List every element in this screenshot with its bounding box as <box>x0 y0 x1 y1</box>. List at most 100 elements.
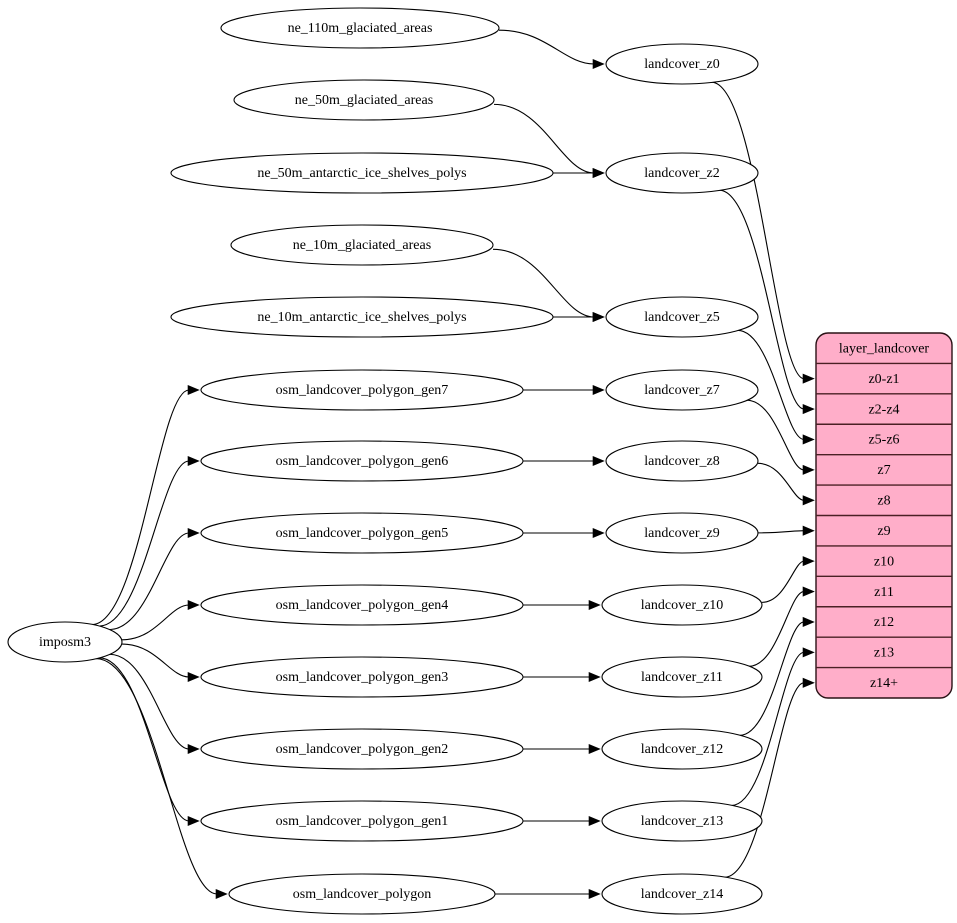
node-landcover_z7[interactable]: landcover_z7 <box>605 369 759 411</box>
edge-arrowhead <box>592 167 605 179</box>
edge-arrowhead <box>802 464 815 475</box>
node-ne_10m_glaciated_areas[interactable]: ne_10m_glaciated_areas <box>230 224 494 266</box>
node-landcover_z9[interactable]: landcover_z9 <box>605 512 759 554</box>
edge-arrowhead <box>592 58 605 70</box>
edge-landcover_z2-to-layer_landcover_z2-z4 <box>719 189 805 410</box>
edge-landcover_z13-to-layer_landcover_z13 <box>731 651 805 807</box>
node-label-imposm3: imposm3 <box>39 635 91 650</box>
edge-arrowhead <box>802 586 815 597</box>
layer-landcover-table[interactable]: layer_landcover z0-z1 z2-z4 z5-z6 z7 z8 z9 z10 z… <box>815 332 953 699</box>
edge-arrowhead <box>187 455 200 467</box>
node-landcover_z14[interactable]: landcover_z14 <box>601 873 763 915</box>
node-imposm3[interactable]: imposm3 <box>7 621 123 663</box>
table-row-z0-z1[interactable]: z0-z1 <box>868 372 899 387</box>
node-label-landcover_z8: landcover_z8 <box>644 454 719 469</box>
node-ellipse-osm_landcover_polygon_gen3 <box>200 656 524 698</box>
table-header-label: layer_landcover <box>839 341 930 356</box>
edge-arrowhead <box>802 556 815 567</box>
edge-imposm3-to-osm_landcover_polygon_gen2 <box>109 653 190 750</box>
node-label-landcover_z5: landcover_z5 <box>644 310 719 325</box>
node-ellipse-landcover_z10 <box>601 584 763 626</box>
node-ellipse-landcover_z13 <box>601 800 763 842</box>
table-row-z2-z4[interactable]: z2-z4 <box>868 402 899 417</box>
edge-arrowhead <box>592 311 605 323</box>
edge-arrowhead <box>802 495 815 506</box>
node-landcover_z8[interactable]: landcover_z8 <box>605 440 759 482</box>
edge-arrowhead <box>592 455 605 467</box>
node-osm_landcover_polygon_gen4[interactable]: osm_landcover_polygon_gen4 <box>200 584 524 626</box>
node-landcover_z12[interactable]: landcover_z12 <box>601 728 763 770</box>
node-label-landcover_z0: landcover_z0 <box>644 57 719 72</box>
node-ellipse-landcover_z9 <box>605 512 759 554</box>
node-osm_landcover_polygon_gen2[interactable]: osm_landcover_polygon_gen2 <box>200 728 524 770</box>
edge-ne_110m_glaciated_areas-to-landcover_z0 <box>498 29 595 65</box>
node-ellipse-landcover_z5 <box>605 296 759 338</box>
node-landcover_z5[interactable]: landcover_z5 <box>605 296 759 338</box>
node-layer: imposm3 ne_110m_glaciated_areas ne_50m_gla… <box>7 7 763 915</box>
node-label-landcover_z10: landcover_z10 <box>641 598 723 613</box>
node-osm_landcover_polygon_gen6[interactable]: osm_landcover_polygon_gen6 <box>200 440 524 482</box>
node-landcover_z13[interactable]: landcover_z13 <box>601 800 763 842</box>
edge-landcover_z0-to-layer_landcover_z0-z1 <box>711 81 805 380</box>
edge-landcover_z7-to-layer_landcover_z7 <box>746 399 805 471</box>
node-ne_110m_glaciated_areas[interactable]: ne_110m_glaciated_areas <box>220 7 500 49</box>
edge-arrowhead <box>588 888 601 900</box>
node-osm_landcover_polygon_gen7[interactable]: osm_landcover_polygon_gen7 <box>200 369 524 411</box>
node-ellipse-osm_landcover_polygon_gen6 <box>200 440 524 482</box>
table-row-z11[interactable]: z11 <box>874 585 894 600</box>
node-ne_50m_antarctic_ice_shelves_polys[interactable]: ne_50m_antarctic_ice_shelves_polys <box>170 152 554 194</box>
node-ellipse-landcover_z7 <box>605 369 759 411</box>
edge-arrowhead <box>187 815 200 827</box>
node-ellipse-ne_10m_antarctic_ice_shelves_polys <box>170 296 554 338</box>
table-row-z9[interactable]: z9 <box>877 524 890 539</box>
edge-arrowhead <box>588 671 601 683</box>
table-row-z12[interactable]: z12 <box>874 615 894 630</box>
node-label-osm_landcover_polygon_gen2: osm_landcover_polygon_gen2 <box>276 742 449 757</box>
table-row-z14+[interactable]: z14+ <box>870 676 898 691</box>
table-row-z10[interactable]: z10 <box>874 554 894 569</box>
node-label-osm_landcover_polygon_gen6: osm_landcover_polygon_gen6 <box>276 454 449 469</box>
edge-arrowhead <box>802 616 815 628</box>
table-row-z7[interactable]: z7 <box>877 463 890 478</box>
edge-landcover_z8-to-layer_landcover_z8 <box>757 462 805 501</box>
edge-landcover_z14-to-layer_landcover_z14_ <box>724 682 805 878</box>
node-label-ne_10m_glaciated_areas: ne_10m_glaciated_areas <box>293 238 431 253</box>
edge-arrowhead <box>187 384 200 396</box>
node-ellipse-osm_landcover_polygon_gen2 <box>200 728 524 770</box>
node-osm_landcover_polygon_gen5[interactable]: osm_landcover_polygon_gen5 <box>200 512 524 554</box>
edge-imposm3-to-osm_landcover_polygon_gen3 <box>121 643 190 678</box>
node-label-ne_110m_glaciated_areas: ne_110m_glaciated_areas <box>288 21 433 36</box>
node-ellipse-osm_landcover_polygon <box>228 873 496 915</box>
node-label-osm_landcover_polygon_gen1: osm_landcover_polygon_gen1 <box>276 814 449 829</box>
table-row-z8[interactable]: z8 <box>877 494 890 509</box>
edge-arrowhead <box>215 888 228 900</box>
table-row-z5-z6[interactable]: z5-z6 <box>868 433 899 448</box>
node-osm_landcover_polygon[interactable]: osm_landcover_polygon <box>228 873 496 915</box>
node-osm_landcover_polygon_gen1[interactable]: osm_landcover_polygon_gen1 <box>200 800 524 842</box>
node-landcover_z0[interactable]: landcover_z0 <box>605 43 759 85</box>
edge-landcover_z9-to-layer_landcover_z9 <box>757 530 805 534</box>
node-ellipse-landcover_z8 <box>605 440 759 482</box>
node-label-landcover_z12: landcover_z12 <box>641 742 723 757</box>
node-ne_50m_glaciated_areas[interactable]: ne_50m_glaciated_areas <box>233 79 495 121</box>
node-osm_landcover_polygon_gen3[interactable]: osm_landcover_polygon_gen3 <box>200 656 524 698</box>
node-ellipse-landcover_z12 <box>601 728 763 770</box>
node-label-osm_landcover_polygon_gen5: osm_landcover_polygon_gen5 <box>276 526 449 541</box>
node-ellipse-osm_landcover_polygon_gen4 <box>200 584 524 626</box>
edge-imposm3-to-osm_landcover_polygon_gen5 <box>109 532 190 631</box>
edge-layer <box>91 29 815 900</box>
node-ne_10m_antarctic_ice_shelves_polys[interactable]: ne_10m_antarctic_ice_shelves_polys <box>170 296 554 338</box>
node-landcover_z10[interactable]: landcover_z10 <box>601 584 763 626</box>
node-label-landcover_z11: landcover_z11 <box>641 670 723 685</box>
node-label-ne_10m_antarctic_ice_shelves_polys: ne_10m_antarctic_ice_shelves_polys <box>257 310 466 325</box>
node-label-osm_landcover_polygon_gen4: osm_landcover_polygon_gen4 <box>276 598 449 613</box>
node-label-landcover_z2: landcover_z2 <box>644 166 719 181</box>
node-landcover_z2[interactable]: landcover_z2 <box>605 152 759 194</box>
edge-arrowhead <box>187 743 200 755</box>
table-row-z13[interactable]: z13 <box>874 646 894 661</box>
node-landcover_z11[interactable]: landcover_z11 <box>601 656 763 698</box>
edge-imposm3-to-osm_landcover_polygon_gen4 <box>121 604 190 641</box>
edge-arrowhead <box>592 384 605 396</box>
node-label-landcover_z9: landcover_z9 <box>644 526 719 541</box>
